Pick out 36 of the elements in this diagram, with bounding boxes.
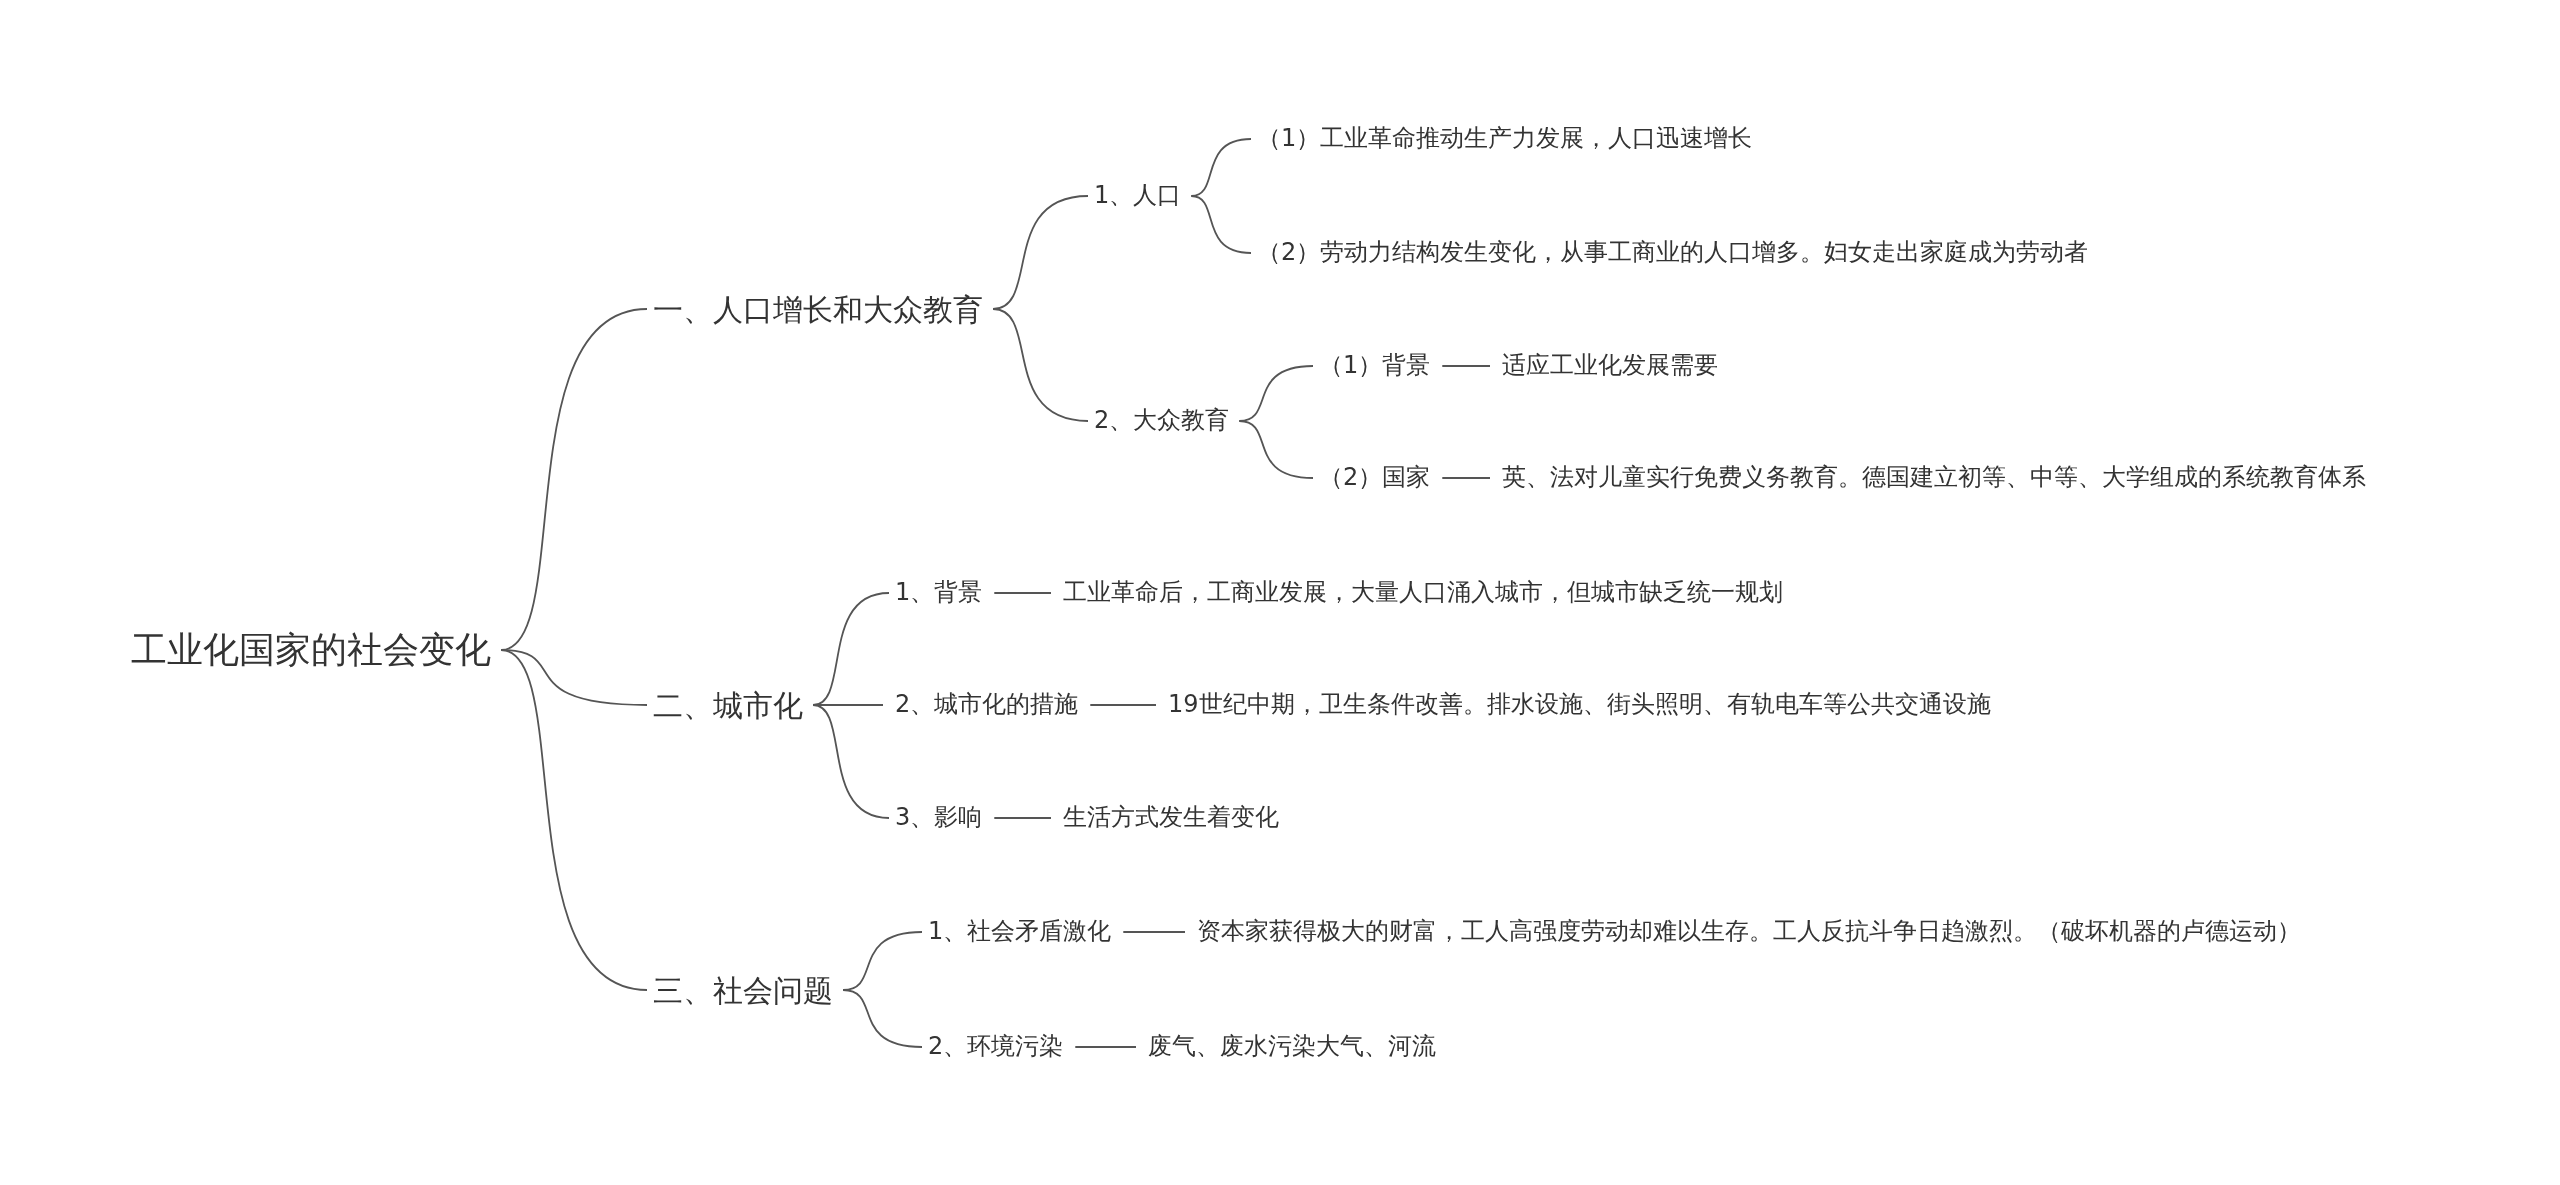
subtopic: 2、城市化的措施 xyxy=(895,689,1079,721)
connector-line xyxy=(1074,1046,1137,1048)
subtopic: 2、大众教育 xyxy=(1094,405,1230,437)
leaf-topic: 资本家获得极大的财富，工人高强度劳动却难以生存。工人反抗斗争日趋激烈。（破坏机器的卢德运动） xyxy=(1197,916,2301,948)
connector-line xyxy=(1122,931,1186,933)
subtopic: （2）国家 xyxy=(1319,462,1431,494)
subtopic: 1、人口 xyxy=(1094,180,1182,212)
branch-topic: 一、人口增长和大众教育 xyxy=(653,289,983,329)
branch-topic: 三、社会问题 xyxy=(653,970,833,1010)
connector-line xyxy=(1441,477,1491,479)
subtopic: 1、社会矛盾激化 xyxy=(928,916,1112,948)
leaf-topic: （2）劳动力结构发生变化，从事工商业的人口增多。妇女走出家庭成为劳动者 xyxy=(1257,237,2089,269)
connector-line xyxy=(814,704,884,706)
connector-line xyxy=(842,989,923,1048)
subtopic: 1、背景 xyxy=(895,577,983,609)
leaf-topic: 工业革命后，工商业发展，大量人口涌入城市，但城市缺乏统一规划 xyxy=(1063,577,1783,609)
connector-line xyxy=(1190,195,1252,254)
branch-topic: 二、城市化 xyxy=(653,685,803,725)
connector-line xyxy=(1441,365,1491,367)
subtopic: 2、环境污染 xyxy=(928,1031,1064,1063)
leaf-topic: 19世纪中期，卫生条件改善。排水设施、街头照明、有轨电车等公共交通设施 xyxy=(1168,689,1991,721)
subtopic: 3、影响 xyxy=(895,802,983,834)
connector-line xyxy=(1089,704,1157,706)
connector-line xyxy=(993,817,1052,819)
connector-line xyxy=(812,704,890,819)
leaf-topic: 生活方式发生着变化 xyxy=(1063,802,1279,834)
subtopic: （1）背景 xyxy=(1319,350,1431,382)
leaf-topic: 英、法对儿童实行免费义务教育。德国建立初等、中等、大学组成的系统教育体系 xyxy=(1502,462,2366,494)
connector-line xyxy=(993,592,1052,594)
root-topic: 工业化国家的社会变化 xyxy=(131,626,491,674)
leaf-topic: 废气、废水污染大气、河流 xyxy=(1148,1031,1436,1063)
leaf-topic: （1）工业革命推动生产力发展，人口迅速增长 xyxy=(1257,123,1753,155)
connector-line xyxy=(1238,420,1314,479)
connector-line xyxy=(500,649,648,991)
leaf-topic: 适应工业化发展需要 xyxy=(1502,350,1718,382)
connector-line xyxy=(992,308,1089,422)
